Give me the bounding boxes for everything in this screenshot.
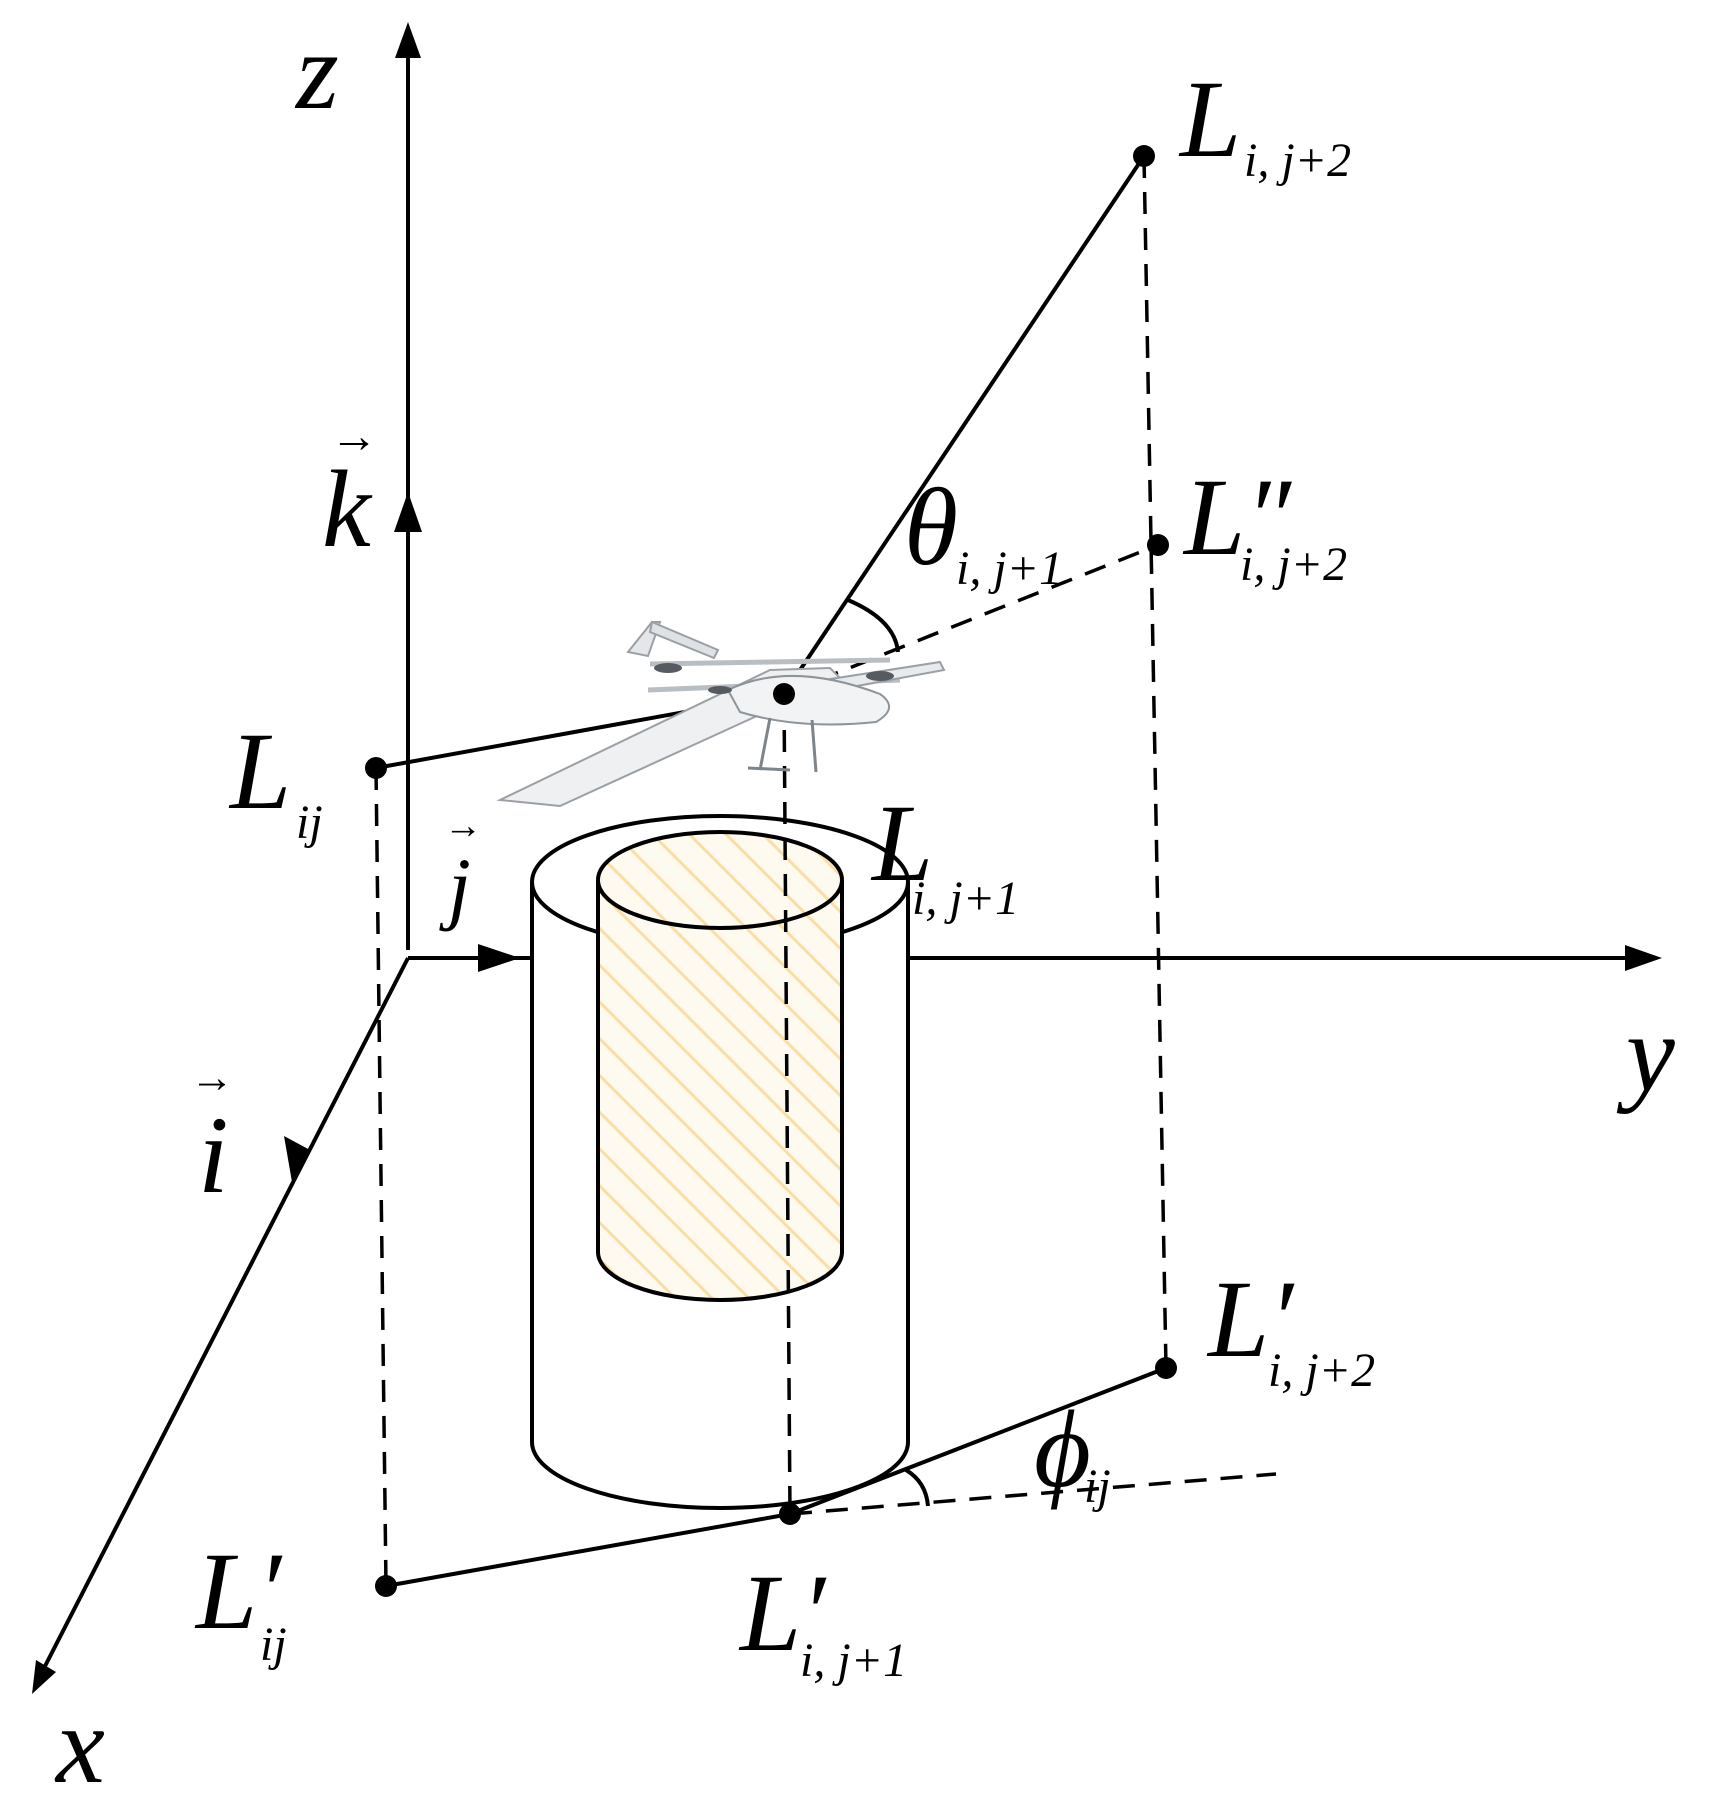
projection-lines — [374, 155, 1277, 1587]
label-Lp-i-j1-sub: i, j+1 — [800, 1634, 907, 1687]
label-L-i-j2-sub: i, j+2 — [1244, 134, 1351, 187]
ground-segment-Lpij1-Lpij2 — [789, 1366, 1167, 1516]
segment-Lij1-Lij2 — [782, 154, 1146, 696]
label-L-ij-base: L — [228, 710, 291, 832]
i-vector-arrow-glyph: → — [190, 1053, 234, 1102]
j-unit-arrowhead — [478, 944, 520, 972]
path-points — [365, 145, 1177, 1597]
label-L-ij: L ij — [228, 710, 323, 849]
phi-angle-arc — [904, 1468, 930, 1507]
horizontal-reference-phi — [789, 1472, 1277, 1516]
label-L-i-j2-base: L — [1178, 58, 1241, 180]
label-L-ij-sub: ij — [296, 796, 323, 849]
point-L-ij — [365, 757, 387, 779]
label-theta-sub: i, j+1 — [956, 542, 1063, 595]
z-axis-arrowhead — [395, 22, 421, 58]
k-vector-label: k — [322, 448, 373, 570]
x-axis — [40, 957, 410, 1673]
point-Lp-i-j1 — [779, 1503, 801, 1525]
label-phi: ϕ ij — [1034, 1388, 1111, 1513]
theta-angle-arc — [847, 598, 900, 653]
k-unit-arrowhead — [394, 492, 422, 532]
point-L-i-j1 — [773, 683, 795, 705]
label-L-i-j2: L i, j+2 — [1178, 58, 1351, 187]
label-phi-sub: ij — [1084, 1460, 1111, 1513]
label-L-i-j1-base: L — [870, 782, 933, 904]
label-Ldd-i-j2-sub: i, j+2 — [1240, 538, 1347, 591]
label-theta: θ i, j+1 — [904, 466, 1063, 595]
y-axis-label: y — [1616, 992, 1675, 1114]
label-Ldd-i-j2: L″ i, j+2 — [1182, 456, 1347, 591]
label-Lp-i-j2-base: L′ — [1206, 1258, 1295, 1380]
ground-segment-Lpij-Lpij1 — [385, 1512, 791, 1588]
label-Lp-i-j2-sub: i, j+2 — [1268, 1344, 1375, 1397]
cylinder-obstacle-icon — [530, 814, 910, 1510]
label-Lp-ij-sub: ij — [260, 1618, 287, 1671]
i-vector-label: i — [198, 1094, 229, 1216]
x-axis-arrowhead — [32, 1660, 56, 1694]
horizontal-reference-theta — [783, 543, 1159, 696]
x-axis-label: x — [54, 1684, 105, 1797]
proj-L-i-j2 — [1142, 155, 1168, 1369]
vtol-fixed-wing-drone-icon — [496, 620, 946, 808]
label-phi-base: ϕ — [1034, 1388, 1091, 1510]
j-vector-label: j — [439, 841, 471, 932]
label-Lp-ij-base: L′ — [194, 1530, 283, 1652]
label-Lp-i-j1-base: L′ — [738, 1552, 827, 1674]
flight-path — [375, 154, 1167, 1588]
proj-L-ij — [374, 767, 388, 1587]
inner-cylinder-body — [596, 880, 844, 1302]
point-Ldd-i-j2 — [1147, 534, 1169, 556]
label-L-i-j1-sub: i, j+1 — [912, 872, 1019, 925]
label-Lp-i-j2: L′ i, j+2 — [1206, 1258, 1375, 1397]
point-Lp-i-j2 — [1155, 1357, 1177, 1379]
label-theta-base: θ — [904, 466, 958, 588]
label-Lp-i-j1: L′ i, j+1 — [738, 1552, 907, 1687]
proj-L-i-j1 — [782, 693, 792, 1515]
y-axis-arrowhead — [1625, 945, 1662, 971]
point-L-i-j2 — [1133, 145, 1155, 167]
label-L-i-j1: L i, j+1 — [870, 782, 1019, 925]
j-vector-arrow-glyph: → — [444, 805, 482, 847]
label-Ldd-i-j2-base: L″ — [1182, 456, 1292, 578]
inner-cylinder-top — [596, 830, 844, 930]
k-vector-arrow-glyph: → — [330, 410, 378, 463]
i-unit-arrowhead — [284, 1136, 310, 1182]
point-Lp-ij — [375, 1575, 397, 1597]
label-Lp-ij: L′ ij — [194, 1530, 287, 1671]
z-axis-label: z — [294, 10, 339, 132]
unit-vectors — [284, 492, 520, 1182]
